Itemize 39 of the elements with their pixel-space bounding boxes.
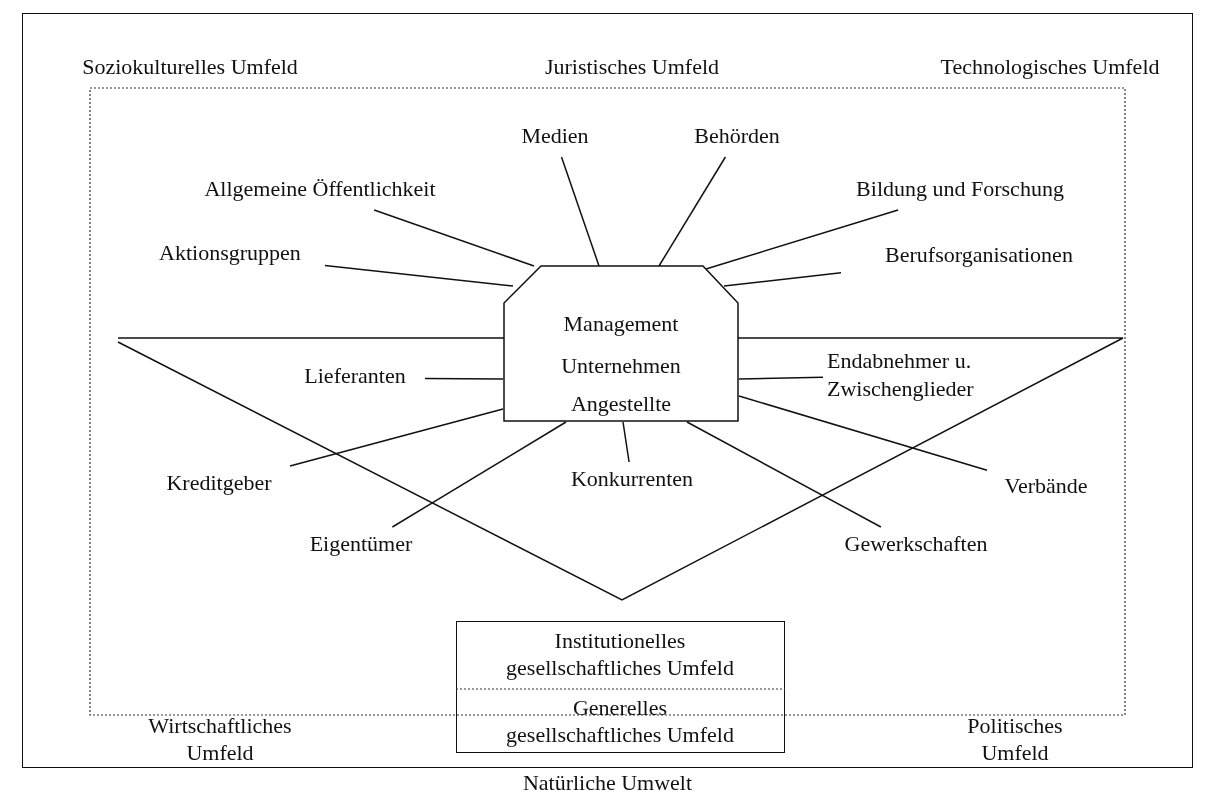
- stakeholder-label: Gewerkschaften: [823, 531, 1009, 561]
- environment-label: Technologisches Umfeld: [939, 54, 1161, 80]
- environment-label: Soziokulturelles Umfeld: [81, 54, 299, 80]
- connector-line: [738, 376, 824, 380]
- stakeholder-label: Allgemeine Öffentlichkeit: [161, 176, 479, 206]
- stakeholder-label: Behörden: [691, 123, 783, 153]
- environment-text: Institutionelles gesellschaftliches Umfeld: [505, 627, 735, 681]
- stakeholder-label: Lieferanten: [289, 363, 421, 393]
- connector-line: [373, 209, 535, 267]
- stakeholder-label: Aktionsgruppen: [139, 240, 321, 270]
- connector-line: [391, 421, 567, 528]
- connector-line: [622, 421, 630, 463]
- connector-line: [658, 156, 727, 267]
- stakeholder-label: Berufsorganisationen: [845, 242, 1113, 272]
- connector-line: [738, 395, 988, 472]
- stakeholder-label: Kreditgeber: [146, 470, 292, 500]
- connector-line: [289, 408, 504, 467]
- connector-line: [705, 209, 899, 270]
- company-box: [503, 265, 739, 422]
- connector-line: [560, 156, 600, 267]
- environment-label: Juristisches Umfeld: [543, 54, 721, 80]
- company-text: Angestellte: [569, 391, 673, 417]
- company-text: Management: [562, 311, 680, 337]
- environment-text: Generelles gesellschaftliches Umfeld: [505, 694, 735, 748]
- environment-label: Wirtschaftliches Umfeld: [147, 712, 293, 766]
- connector-line: [686, 421, 882, 528]
- connector-line: [723, 271, 842, 287]
- stakeholder-label: Medien: [516, 123, 594, 153]
- stakeholder-label: Eigentümer: [304, 531, 418, 561]
- company-text: Unternehmen: [560, 353, 682, 379]
- connector-line: [324, 264, 514, 287]
- environment-box: [456, 621, 785, 753]
- stakeholder-label: Verbände: [991, 473, 1101, 503]
- connector-line: [424, 377, 504, 380]
- stakeholder-label: Bildung und Forschung: [826, 176, 1094, 206]
- environment-label: Politisches Umfeld: [966, 712, 1064, 766]
- stakeholder-label: Konkurrenten: [553, 466, 711, 496]
- stakeholder-label: Endabnehmer u. Zwischenglieder: [827, 347, 1019, 403]
- frame-heading: Natürliche Umwelt: [521, 770, 694, 796]
